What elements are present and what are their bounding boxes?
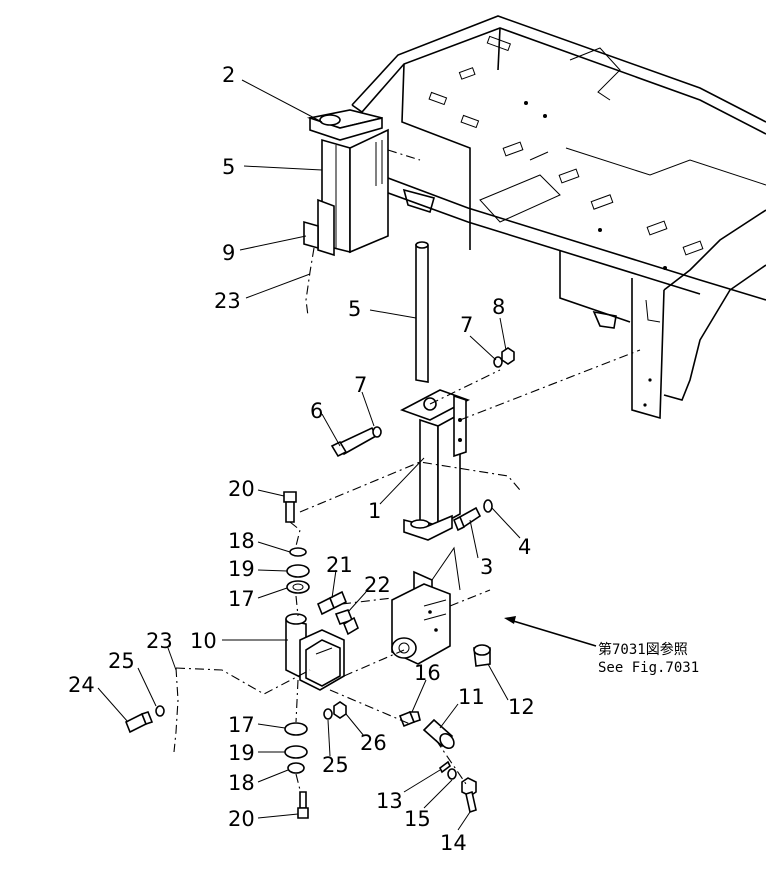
pin-5 [415,241,429,383]
washer-19-top [286,564,310,578]
callout-5: 5 [348,297,361,321]
callout-16: 16 [414,661,441,685]
callout-labels: 2 5 9 23 5 7 8 7 6 1 20 4 3 18 19 21 22 … [68,63,535,855]
callout-25: 25 [322,753,349,777]
callout-7: 7 [460,313,473,337]
hinge-10 [285,613,345,691]
chain-upper [305,247,315,317]
reference-arrow [504,616,597,647]
callout-19: 19 [228,557,255,581]
washer-7b [493,356,503,368]
cotter-pin-13 [438,760,452,774]
callout-17: 17 [228,713,255,737]
washer-25-right [323,708,333,720]
callout-9: 9 [222,241,235,265]
callout-5: 5 [222,155,235,179]
callout-10: 10 [190,629,217,653]
callout-13: 13 [376,789,403,813]
washer-25-left [155,705,165,717]
main-frame [351,15,766,420]
cap-12 [473,644,491,667]
chain-lower [173,667,179,753]
bushing-17-bottom [284,722,308,736]
bolt-14 [461,777,477,814]
bolt-3 [452,506,482,532]
callout-4: 4 [518,535,531,559]
washer-4 [483,499,493,513]
bolt-6 [330,426,378,458]
callout-2: 2 [222,63,235,87]
callout-22: 22 [364,573,391,597]
callout-25: 25 [108,649,135,673]
bushing-17-top [286,580,310,594]
bolt-20-bottom [297,791,309,819]
washer-19-bottom [284,745,308,759]
bolt-22 [334,609,359,636]
callout-14: 14 [440,831,467,855]
fitting-16 [398,710,421,728]
callout-15: 15 [404,807,431,831]
assembly-lines [175,349,641,791]
callout-8: 8 [492,295,505,319]
callout-20: 20 [228,807,255,831]
bolt-24 [124,711,154,734]
callout-24: 24 [68,673,95,697]
callout-18: 18 [228,529,255,553]
callout-3: 3 [480,555,493,579]
washer-18-bottom [287,762,305,774]
callout-11: 11 [458,685,485,709]
washer-18-top [289,547,307,557]
bracket-1 [400,389,470,541]
callout-18: 18 [228,771,255,795]
washer-15 [447,768,457,780]
callout-6: 6 [310,399,323,423]
callout-21: 21 [326,553,353,577]
callout-23: 23 [146,629,173,653]
callout-20: 20 [228,477,255,501]
reference-text-en: See Fig.7031 [598,660,699,676]
callout-19: 19 [228,741,255,765]
nut-8 [501,347,515,365]
leader-lines [97,79,521,831]
callout-1: 1 [368,499,381,523]
hinge-bracket [391,546,461,665]
callout-26: 26 [360,731,387,755]
callout-17: 17 [228,587,255,611]
callout-7: 7 [354,373,367,397]
bolt-20-top [283,491,297,523]
callout-12: 12 [508,695,535,719]
post-assembly-upper [303,109,421,257]
nut-26 [333,701,347,719]
washer-7a [372,426,382,438]
callout-23: 23 [214,289,241,313]
reference-text-jp: 第7031図参照 [598,641,688,658]
